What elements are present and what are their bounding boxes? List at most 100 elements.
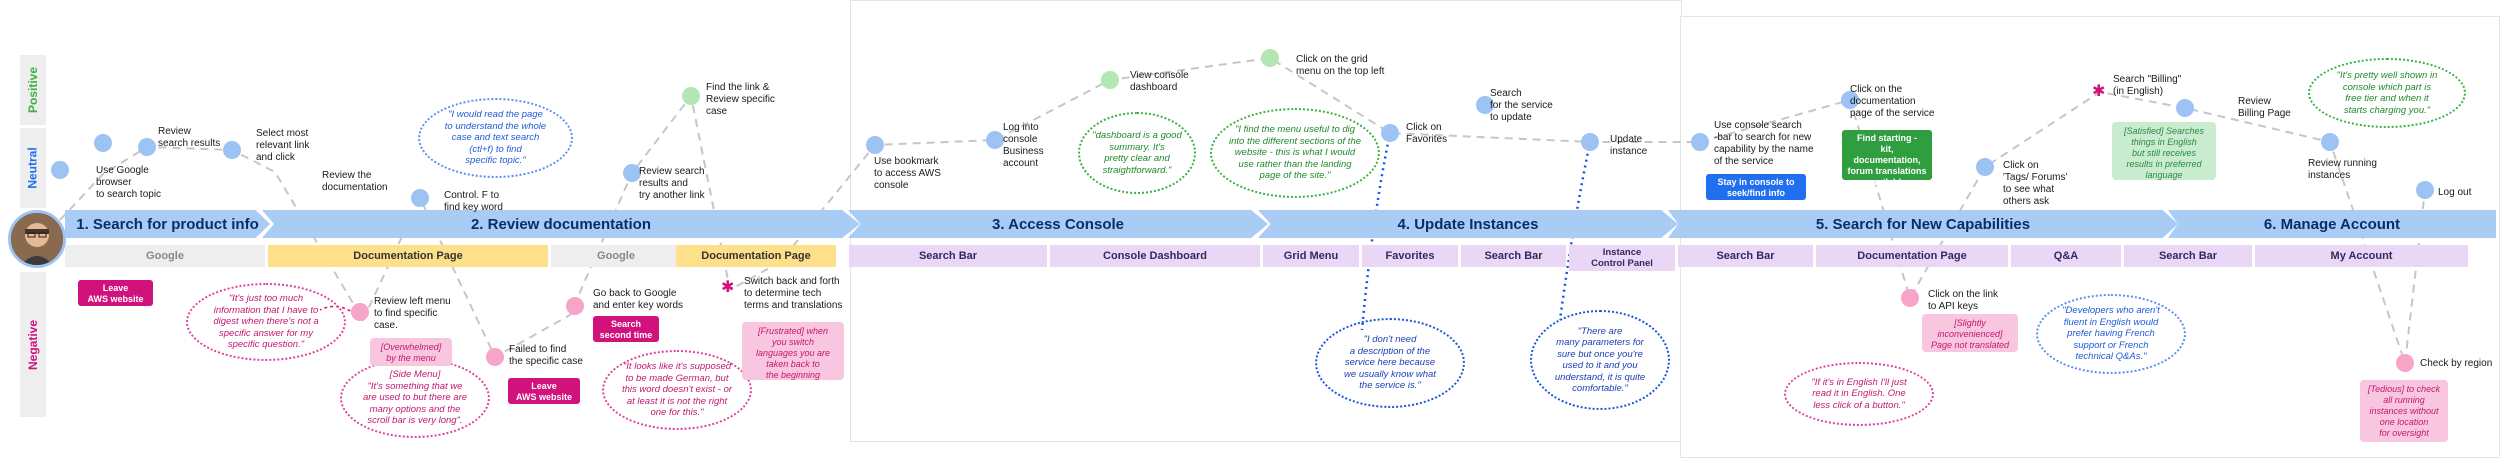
touchpoint: Documentation Page: [1816, 245, 2008, 267]
step-label: Use Google browser to search topic: [96, 165, 162, 200]
user-quote: "It's pretty well shown in console which…: [2308, 58, 2466, 128]
step-label: Log into console Business account: [1003, 122, 1044, 169]
stage-title: 4. Update Instances: [1397, 215, 1539, 233]
stage-title: 5. Search for New Capabilities: [1815, 215, 2031, 233]
step-node: [1691, 133, 1709, 151]
touchpoint-label: Q&A: [2053, 250, 2079, 262]
touchpoint-label: Documentation Page: [701, 250, 811, 262]
step-label: View console dashboard: [1130, 70, 1189, 93]
step-node: [138, 138, 156, 156]
touchpoint-label: Search Bar: [918, 250, 978, 262]
touchpoint: Documentation Page: [268, 245, 548, 267]
stage-bar: 2. Review documentation: [262, 210, 860, 238]
step-node: [566, 297, 584, 315]
touchpoint: Favorites: [1362, 245, 1458, 267]
star-icon: ✱: [2092, 83, 2106, 100]
step-label: Switch back and forth to determine tech …: [744, 276, 843, 311]
emotion-box: [Frustrated] when you switch languages y…: [742, 322, 844, 380]
step-node: [223, 141, 241, 159]
emotion-box: [Overwhelmed] by the menu: [370, 338, 452, 366]
step-label: Click on 'Tags/ Forums' to see what othe…: [2003, 160, 2068, 207]
emotion-box: [Satisfied] Searches things in English b…: [2112, 122, 2216, 180]
step-label: Search for the service to update: [1490, 88, 1553, 123]
touchpoint: My Account: [2255, 245, 2468, 267]
action-tag: Stay in console to seek/find info: [1706, 174, 1806, 200]
touchpoint: Search Bar: [1678, 245, 1813, 267]
stage-bar: 3. Access Console: [848, 210, 1268, 238]
step-node: [1476, 96, 1494, 114]
touchpoint: Grid Menu: [1263, 245, 1359, 267]
user-quote: "I would read the page to understand the…: [418, 98, 573, 178]
action-tag: Leave AWS website: [78, 280, 153, 306]
step-label: Select most relevant link and click: [256, 128, 310, 163]
journey-line-segment: [59, 56, 2426, 364]
touchpoint-label: Console Dashboard: [1103, 250, 1207, 262]
user-quote: "I don't need a description of the servi…: [1315, 318, 1465, 408]
touchpoint-label: Grid Menu: [1283, 250, 1339, 262]
emotion-box: [Tedious] to check all running instances…: [2360, 380, 2448, 442]
user-quote: "There are many parameters for sure but …: [1530, 310, 1670, 410]
step-label: Check by region: [2420, 358, 2493, 369]
touchpoint: Search Bar: [849, 245, 1047, 267]
user-quote: "dashboard is a good summary. It's prett…: [1078, 112, 1196, 194]
action-tag: Leave AWS website: [508, 378, 580, 404]
step-label: Find the link & Review specific case: [706, 82, 775, 117]
step-label: Click on the documentation page of the s…: [1850, 84, 1935, 119]
user-quote: "I find the menu useful to dig into the …: [1210, 108, 1380, 198]
touchpoint: Google: [65, 245, 265, 267]
step-node: [1261, 49, 1279, 67]
lane-neutral: Neutral: [20, 128, 46, 208]
step-node: [682, 87, 700, 105]
touchpoint-label: Documentation Page: [1857, 250, 1967, 262]
step-node: [2416, 181, 2434, 199]
stage-bar: 1. Search for product info: [65, 210, 270, 238]
step-node: [351, 303, 369, 321]
step-label: Failed to find the specific case: [509, 344, 583, 367]
touchpoint: Q&A: [2011, 245, 2121, 267]
touchpoint-label: My Account: [2330, 250, 2393, 262]
step-node: [623, 164, 641, 182]
step-label: Click on the grid menu on the top left: [1296, 54, 1385, 77]
action-tag: Find starting - kit, documentation, foru…: [1842, 130, 1932, 187]
stage-bar: 6. Manage Account: [2168, 210, 2496, 238]
step-label: Search "Billing" (in English): [2113, 74, 2182, 97]
touchpoint-label: Documentation Page: [353, 250, 463, 262]
persona-avatar: [8, 210, 66, 268]
stage-title: 6. Manage Account: [2263, 215, 2401, 233]
touchpoint: Google: [551, 245, 681, 267]
step-label: Click on Favorites: [1406, 122, 1448, 145]
touchpoint-label: Google: [146, 250, 184, 262]
step-label: Review search results: [158, 126, 221, 149]
touchpoint: Search Bar: [1461, 245, 1566, 267]
touchpoint-label: Instance Control Panel: [1591, 247, 1653, 269]
user-quote: "It's just too much information that I h…: [186, 283, 346, 361]
lane-negative: Negative: [20, 272, 46, 417]
touchpoint-label: Google: [597, 250, 635, 262]
step-node: [866, 136, 884, 154]
step-label: Use console search -bar to search for ne…: [1714, 120, 1814, 167]
step-node: [1381, 124, 1399, 142]
step-label: Review search results and try another li…: [639, 166, 705, 201]
emotion-box: [Slightly inconvenienced] Page not trans…: [1922, 314, 2018, 352]
stage-title: 3. Access Console: [991, 215, 1124, 233]
step-label: Review running instances: [2308, 158, 2377, 181]
step-node: [411, 189, 429, 207]
lane-positive: Positive: [20, 55, 46, 125]
user-quote: "Developers who aren't fluent in English…: [2036, 294, 2186, 374]
step-node: [2396, 354, 2414, 372]
step-node: [1101, 71, 1119, 89]
step-node: [1901, 289, 1919, 307]
step-node: [94, 134, 112, 152]
step-label: Update instance: [1610, 134, 1648, 157]
step-label: Control. F to find key word: [444, 190, 503, 213]
stage-bar: 4. Update Instances: [1258, 210, 1678, 238]
step-label: Log out: [2438, 187, 2472, 198]
step-label: Review the documentation: [322, 170, 388, 193]
user-quote: "It looks like it's supposed to be made …: [602, 350, 752, 430]
step-label: Use bookmark to access AWS console: [874, 156, 941, 191]
avatar-photo-icon: [11, 213, 63, 265]
step-label: Review left menu to find specific case.: [374, 296, 451, 331]
step-node: [1581, 133, 1599, 151]
step-node: [986, 131, 1004, 149]
